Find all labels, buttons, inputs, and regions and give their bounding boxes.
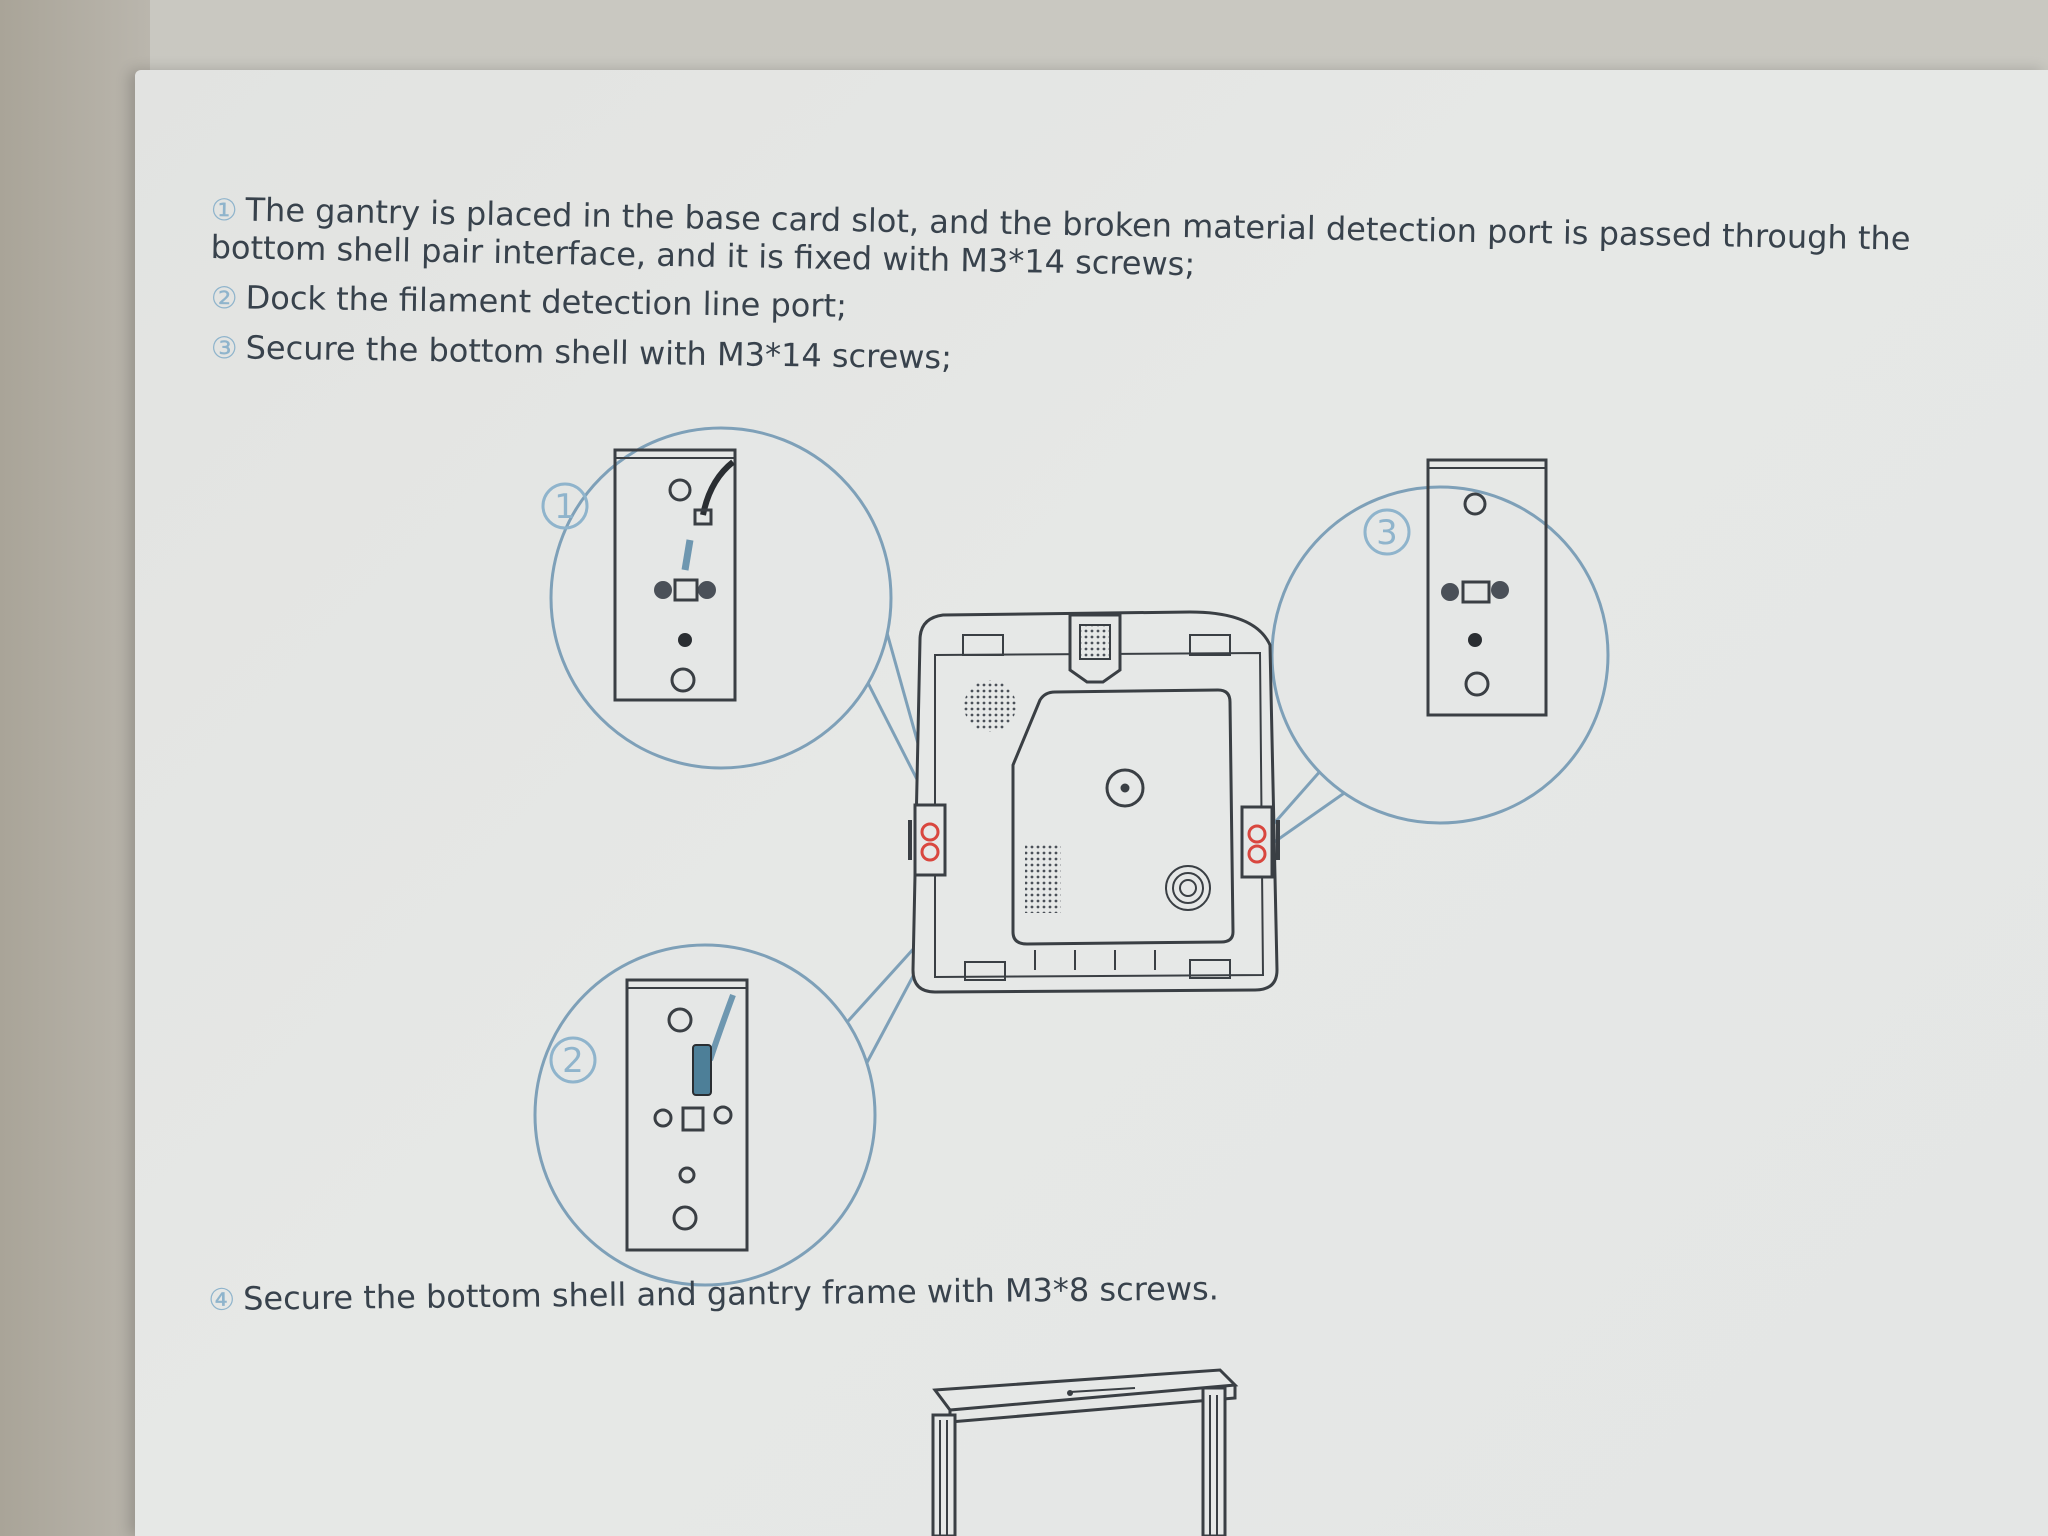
highlight-right-top [1247,824,1267,844]
callout-1-screw-left [654,581,672,599]
callout-3: 3 [1270,458,1610,825]
screw-highlights [920,822,1267,864]
callout-1-circle [549,426,893,770]
callout-2-screw-top [667,1007,693,1033]
callout-3-badge [1363,508,1411,556]
callout-1-screw-right [698,581,716,599]
callout-1-plate [613,448,737,702]
base-center-mark [1105,768,1145,808]
callout-2-screw-left [653,1108,673,1128]
base-fan-ring-outer [1165,865,1211,911]
callout-2-hole [678,1166,696,1184]
callout-3-screw-top [1463,492,1487,516]
callout-1-label: 1 [554,487,576,527]
gantry-left-post [931,1413,957,1536]
callout-1: 1 [541,426,893,770]
callout-1-badge [541,482,589,530]
callout-2-plate [625,978,749,1252]
callout-1-screw-top [668,478,692,502]
callout-1-screw-bottom [670,667,696,693]
callout-3-screw-bottom [1464,671,1490,697]
callout-2-badge [549,1036,597,1084]
callout-1-sensor-wire [681,539,694,571]
callout-3-plate [1426,458,1548,717]
callout-2-circle [533,943,877,1287]
gantry-right-post [1201,1386,1227,1536]
base-vent-grille [1025,843,1061,913]
callout-3-label: 3 [1376,513,1398,553]
base-mainboard-cover [1011,688,1235,946]
callout-3-circle [1270,485,1610,825]
printer-base [908,610,1280,994]
desk-surface [0,0,150,1536]
callout-2-screw-right [713,1105,733,1125]
gantry-top-beam [932,1368,1239,1412]
callout-3-screw-left [1441,583,1459,601]
highlight-left-top [920,822,940,842]
highlight-left-bottom [920,842,940,862]
callout-3-hole [1468,633,1482,647]
base-speaker-grille [964,680,1016,732]
gantry-frame [931,1368,1239,1536]
base-left-mount [913,803,947,877]
callout-1-hole [678,633,692,647]
callout-2-connector [692,1044,712,1096]
highlight-right-bottom [1247,844,1267,864]
callout-2-screw-bottom [672,1205,698,1231]
callout-2: 2 [533,943,877,1287]
callout-2-label: 2 [562,1041,584,1081]
assembly-diagram: 1 2 [533,426,1610,1536]
callout-3-screw-right [1491,581,1509,599]
step-4-number: ④ [208,1282,236,1318]
